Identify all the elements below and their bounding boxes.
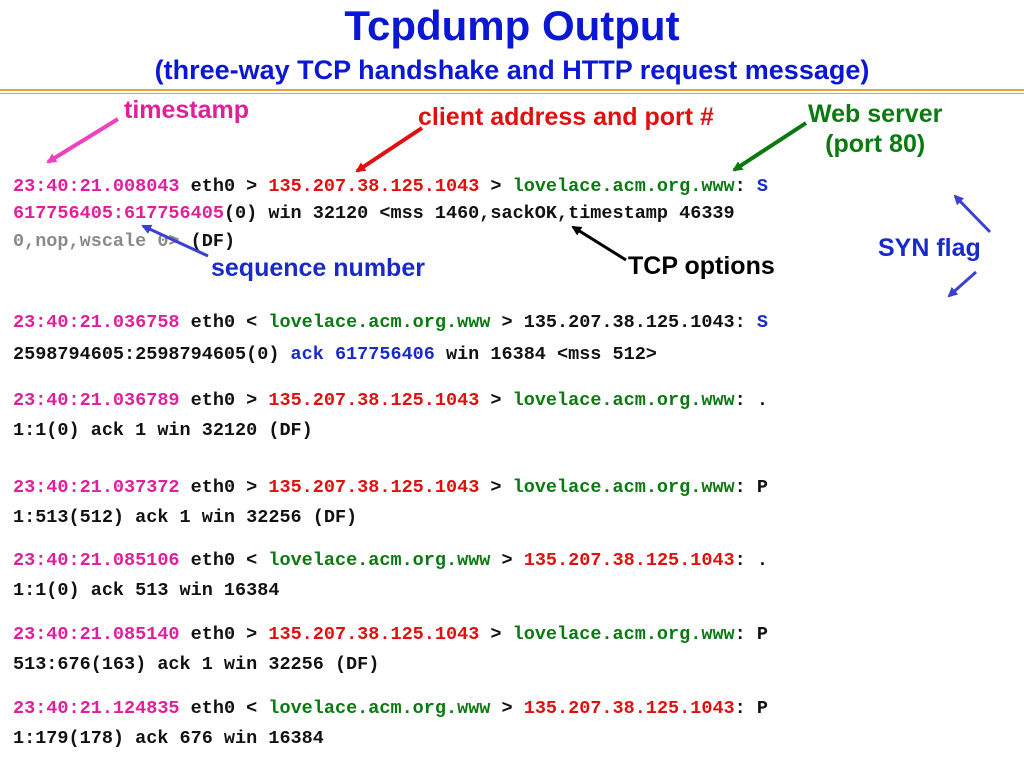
packet-flag: S [756,312,768,333]
packet-colon: : [734,390,757,411]
packet-direction: > [479,390,513,411]
packet-interface: eth0 > [179,390,269,411]
packet-colon: : [734,176,757,197]
timestamp-callout: timestamp [124,96,250,124]
packet-source: 135.207.38.125.1043 [268,390,480,411]
packet-colon: : [734,624,757,645]
packet-direction: > [479,176,513,197]
packet-direction: > [479,624,513,645]
packet-7-line-2: 1:179(178) ack 676 win 16384 [13,728,324,749]
packet-source: lovelace.acm.org.www [268,698,491,719]
packet-ack: ack 617756406 [290,344,435,365]
packet-5-line-1: 23:40:21.085106 eth0 < lovelace.acm.org.… [13,550,768,572]
divider-rule-top [0,89,1024,91]
packet-timestamp: 23:40:21.036789 [13,390,180,411]
packet-source: 135.207.38.125.1043 [268,477,480,498]
packet-timestamp: 23:40:21.036758 [13,312,180,333]
packet-2-line-1: 23:40:21.036758 eth0 < lovelace.acm.org.… [13,312,768,334]
packet-source: 135.207.38.125.1043 [268,176,480,197]
packet-timestamp: 23:40:21.124835 [13,698,180,719]
packet-source: lovelace.acm.org.www [268,550,491,571]
packet-1-line-2: 617756405:617756405(0) win 32120 <mss 14… [13,203,735,225]
slide-subtitle: (three-way TCP handshake and HTTP reques… [154,55,870,85]
packet-destination: lovelace.acm.org.www [512,176,735,197]
packet-3-line-1: 23:40:21.036789 eth0 > 135.207.38.125.10… [13,390,768,412]
packet-flag: . [756,390,768,411]
packet-6-line-1: 23:40:21.085140 eth0 > 135.207.38.125.10… [13,624,768,646]
packet-timestamp: 23:40:21.085140 [13,624,180,645]
packet-timestamp: 23:40:21.008043 [13,176,180,197]
packet-flag: P [756,698,768,719]
packet-interface: eth0 > [179,176,269,197]
syn-flag-arrow-down [947,270,977,298]
tcp-options-callout: TCP options [628,252,775,280]
packet-df: (DF) [179,231,236,252]
packet-destination: 135.207.38.125.1043 [523,698,735,719]
packet-4-line-1: 23:40:21.037372 eth0 > 135.207.38.125.10… [13,477,768,499]
packet-details: (0) win 32120 <mss 1460,sackOK,timestamp… [223,203,735,224]
packet-timestamp: 23:40:21.037372 [13,477,180,498]
packet-flag: S [756,176,768,197]
tcp-options-arrow [571,225,627,262]
syn-flag-callout: SYN flag [878,234,981,262]
web-server-callout-line1: Web server [808,100,943,128]
packet-timestamp: 23:40:21.085106 [13,550,180,571]
packet-interface: eth0 < [179,698,269,719]
packet-2-line-2: 2598794605:2598794605(0) ack 617756406 w… [13,344,657,366]
packet-3-line-2: 1:1(0) ack 1 win 32120 (DF) [13,420,313,441]
sequence-number-callout: sequence number [211,254,425,282]
packet-destination: 135.207.38.125.1043 [523,550,735,571]
web-server-callout: Web server (port 80) [808,99,942,159]
packet-4-line-2: 1:513(512) ack 1 win 32256 (DF) [13,507,358,528]
packet-6-line-2: 513:676(163) ack 1 win 32256 (DF) [13,654,380,675]
divider-rule-bottom [0,93,1024,94]
packet-destination: lovelace.acm.org.www [512,390,735,411]
packet-colon: : [734,477,757,498]
packet-details: win 16384 <mss 512> [434,344,657,365]
packet-interface: eth0 < [179,550,269,571]
packet-source: 135.207.38.125.1043 [268,624,480,645]
packet-direction: > [490,698,524,719]
packet-flag: . [756,550,768,571]
packet-destination: lovelace.acm.org.www [512,477,735,498]
web-server-arrow [732,121,808,172]
packet-flag: P [756,624,768,645]
timestamp-arrow [46,117,120,164]
packet-colon: : [734,312,757,333]
packet-colon: : [734,550,757,571]
packet-source: lovelace.acm.org.www [268,312,491,333]
packet-direction: > [490,550,524,571]
packet-interface: eth0 > [179,624,269,645]
packet-sequence: 617756405:617756405 [13,203,224,224]
client-address-callout: client address and port # [418,103,714,131]
slide-title: Tcpdump Output [344,2,680,49]
packet-5-line-2: 1:1(0) ack 513 win 16384 [13,580,280,601]
web-server-callout-line2: (port 80) [825,130,926,158]
packet-7-line-1: 23:40:21.124835 eth0 < lovelace.acm.org.… [13,698,768,720]
packet-1-line-1: 23:40:21.008043 eth0 > 135.207.38.125.10… [13,176,768,198]
packet-sequence: 2598794605:2598794605(0) [13,344,291,365]
packet-interface: eth0 > [179,477,269,498]
packet-direction: > [490,312,524,333]
packet-direction: > [479,477,513,498]
packet-flag: P [756,477,768,498]
sequence-number-arrow [141,224,209,258]
packet-interface: eth0 < [179,312,269,333]
packet-destination: 135.207.38.125.1043 [523,312,735,333]
client-address-arrow [355,126,424,173]
packet-colon: : [734,698,757,719]
syn-flag-arrow-up [953,194,992,234]
packet-destination: lovelace.acm.org.www [512,624,735,645]
